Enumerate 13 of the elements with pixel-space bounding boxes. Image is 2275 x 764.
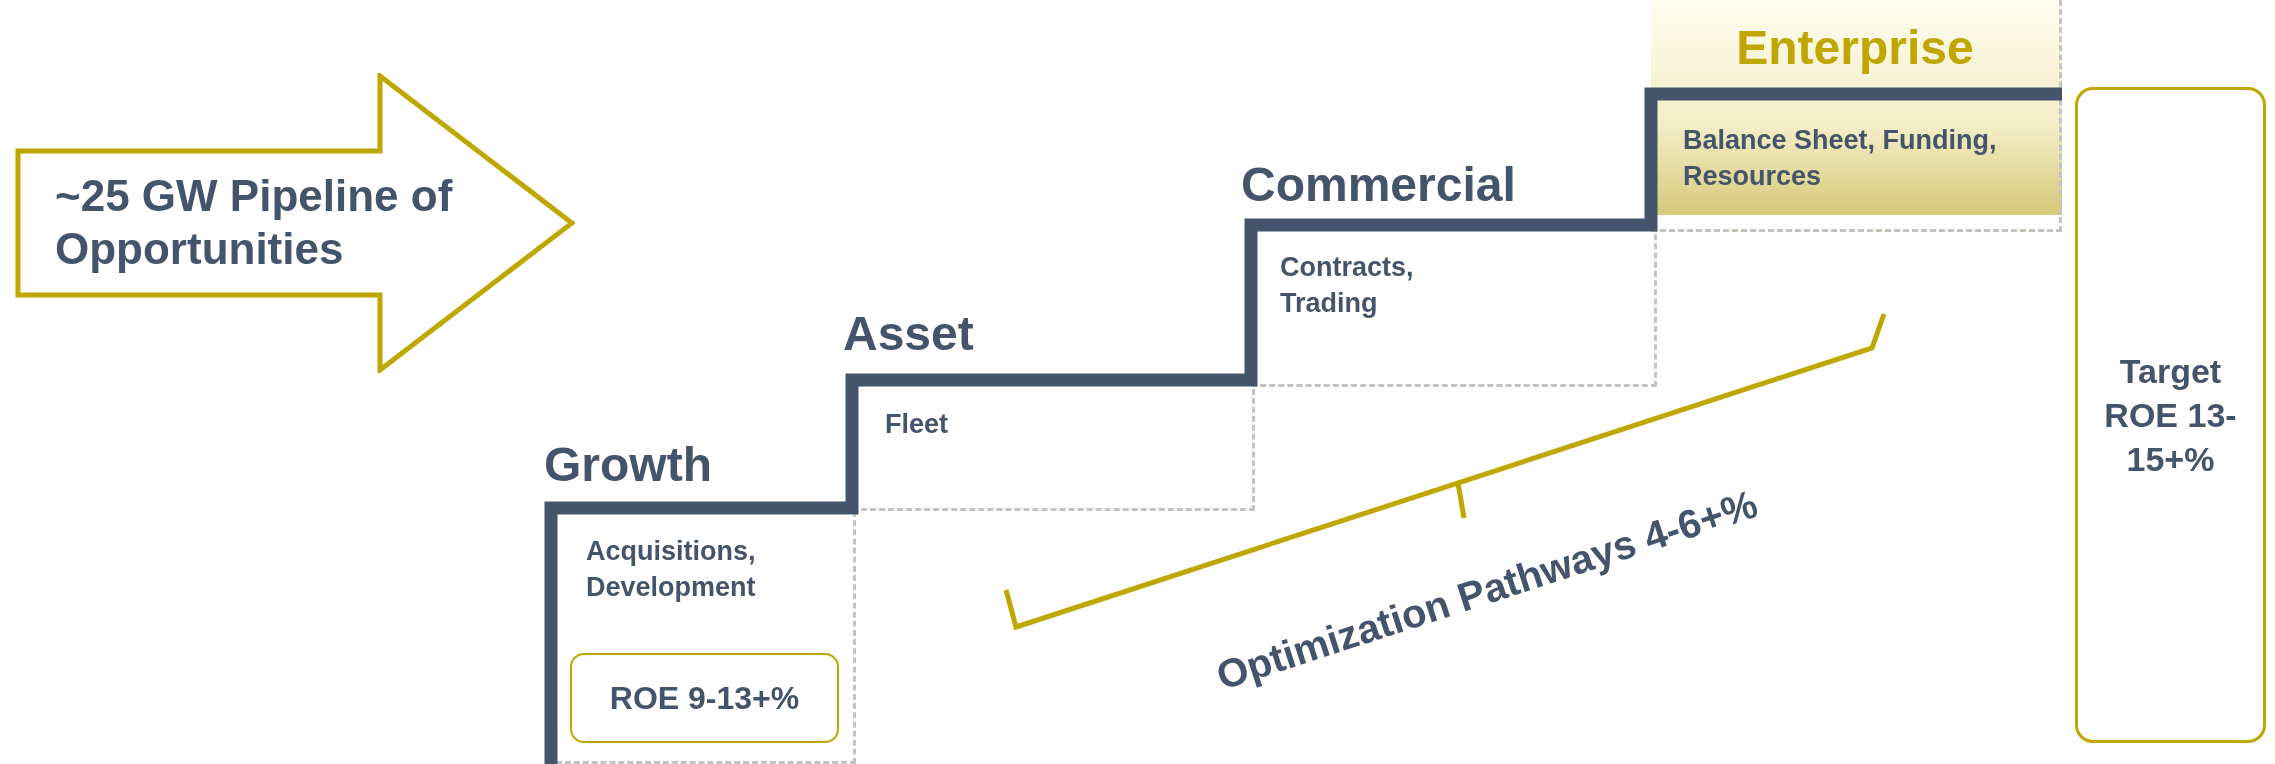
step-description: Acquisitions, Development: [586, 535, 757, 604]
step-title: Growth: [544, 437, 712, 493]
arrow-shape: [15, 73, 575, 373]
step-panel: [1651, 0, 2062, 232]
step-description: Balance Sheet, Funding, Resources: [1683, 124, 1998, 193]
step-title: Commercial: [1241, 157, 1516, 213]
step-title: Enterprise: [1735, 20, 1975, 76]
arrow-text: ~25 GW Pipeline of Opportunities: [55, 170, 454, 275]
step-description: Contracts, Trading: [1280, 251, 1415, 320]
roe-box: ROE 9-13+%: [570, 653, 839, 743]
step-title: Asset: [843, 306, 974, 362]
step-description: Fleet: [885, 408, 950, 441]
target-box: Target ROE 13-15+%: [2075, 87, 2266, 743]
